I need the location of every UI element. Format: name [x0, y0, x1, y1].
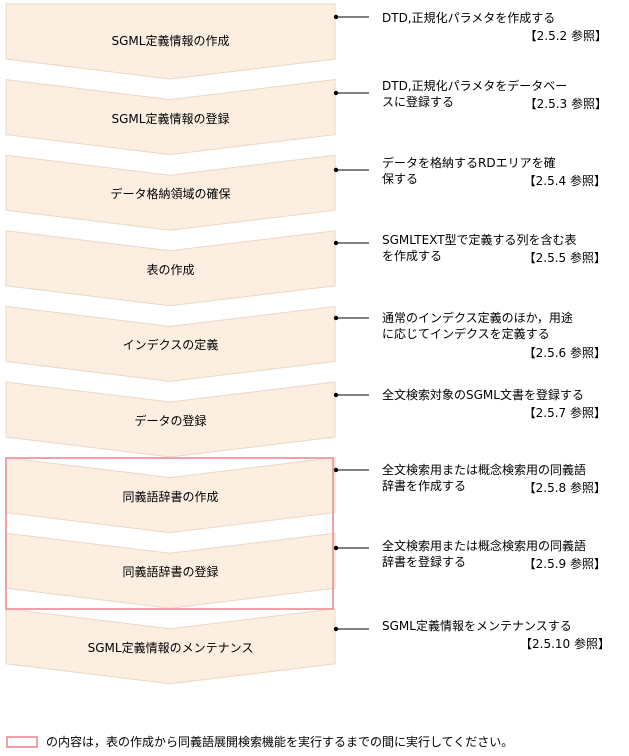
step-label: データの登録: [134, 414, 207, 428]
step-description: 全文検索用または概念検索用の同義語辞書を作成する: [382, 462, 627, 494]
step-reference: 【2.5.6 参照】: [523, 346, 606, 360]
step-shape: [5, 230, 336, 307]
step-label: 同義語辞書の登録: [122, 565, 219, 580]
description-line: を作成する: [382, 249, 443, 263]
step-shape: [5, 79, 336, 156]
step-label: SGML定義情報の登録: [111, 111, 230, 126]
description-line: 全文検索用または概念検索用の同義語: [382, 463, 587, 477]
step-description: 全文検索用または概念検索用の同義語辞書を登録する: [382, 538, 627, 570]
description-line: データを格納するRDエリアを確: [382, 156, 556, 170]
description-line: SGML定義情報をメンテナンスする: [382, 619, 572, 633]
step-shapes: [5, 3, 336, 685]
step-description: DTD,正規化パラメタを作成する: [382, 10, 627, 26]
description-line: 通常のインデクス定義のほか，用途: [382, 311, 573, 325]
connectors: [333, 14, 369, 632]
description-line: SGMLTEXT型で定義する列を含む表: [382, 233, 577, 247]
step-label: 同義語辞書の作成: [122, 489, 219, 504]
footnote: の内容は，表の作成から同義語展開検索機能を実行するまでの間に実行してください。: [4, 733, 629, 751]
description-line: に応じてインデクスを定義する: [382, 327, 550, 341]
description-line: DTD,正規化パラメタをデータベー: [382, 79, 568, 93]
step-shape: [5, 3, 336, 80]
step-shape: [5, 305, 336, 382]
step-description: DTD,正規化パラメタをデータベースに登録する: [382, 78, 627, 110]
step-label: SGML定義情報のメンテナンス: [87, 640, 254, 655]
step-reference: 【2.5.5 参照】: [523, 251, 606, 265]
step-label: 表の作成: [146, 262, 195, 277]
step-shape: [5, 608, 336, 685]
description-line: スに登録する: [382, 95, 455, 109]
description-line: DTD,正規化パラメタを作成する: [382, 11, 556, 25]
step-label: インデクスの定義: [122, 338, 219, 353]
step-description: 全文検索対象のSGML文書を登録する: [382, 387, 627, 403]
step-reference: 【2.5.10 参照】: [520, 637, 610, 651]
step-label: SGML定義情報の作成: [111, 34, 230, 48]
step-description: SGML定義情報をメンテナンスする: [382, 618, 627, 634]
description-line: 保する: [382, 172, 419, 186]
step-reference: 【2.5.8 参照】: [523, 481, 606, 495]
step-reference: 【2.5.4 参照】: [523, 174, 606, 188]
footnote-text: の内容は，表の作成から同義語展開検索機能を実行するまでの間に実行してください。: [46, 735, 514, 749]
highlight-frame: [5, 457, 334, 610]
step-description: SGMLTEXT型で定義する列を含む表を作成する: [382, 232, 627, 264]
step-description: データを格納するRDエリアを確保する: [382, 155, 627, 187]
description-line: 全文検索用または概念検索用の同義語: [382, 539, 587, 553]
step-reference: 【2.5.9 参照】: [523, 557, 606, 571]
step-label: データ格納領域の確保: [110, 187, 231, 202]
step-reference: 【2.5.2 参照】: [524, 29, 607, 43]
step-shape: [5, 154, 336, 231]
description-line: 辞書を登録する: [382, 555, 467, 569]
description-line: 辞書を作成する: [382, 479, 467, 493]
step-reference: 【2.5.3 参照】: [524, 97, 607, 111]
step-description: 通常のインデクス定義のほか，用途に応じてインデクスを定義する: [382, 310, 627, 342]
description-line: 全文検索対象のSGML文書を登録する: [382, 388, 584, 402]
step-reference: 【2.5.7 参照】: [523, 406, 606, 420]
step-shape: [5, 381, 336, 458]
highlight-legend-swatch: [6, 736, 38, 748]
